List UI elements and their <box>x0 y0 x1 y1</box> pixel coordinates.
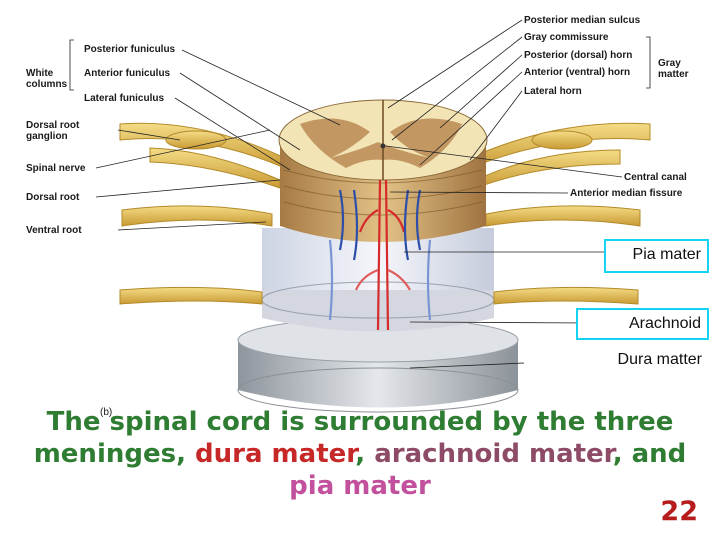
box-pia-mater: Pia mater <box>606 242 707 268</box>
caption-arachnoid: arachnoid mater <box>374 439 613 469</box>
label-white-columns: White columns <box>26 68 68 90</box>
box-arachnoid: Arachnoid <box>578 311 707 337</box>
caption-line-1: The spinal cord is surrounded by the thr… <box>46 407 674 437</box>
label-posterior-horn: Posterior (dorsal) horn <box>524 50 633 61</box>
label-anterior-funiculus: Anterior funiculus <box>84 68 171 79</box>
dura-mater-layer <box>237 317 519 413</box>
label-spinal-nerve: Spinal nerve <box>26 163 86 174</box>
caption-sep-1: , <box>355 439 375 469</box>
caption-pia: pia mater <box>289 471 431 501</box>
caption-line-2: meninges, dura mater, arachnoid mater, a… <box>33 439 687 469</box>
leader-lines <box>69 19 651 369</box>
label-dorsal-root: Dorsal root <box>26 192 80 203</box>
label-figure-letter: (b) <box>100 407 113 418</box>
caption-dura: dura mater <box>195 439 356 469</box>
callout-box-borders <box>576 239 709 340</box>
caption-sep-2: , and <box>612 439 687 469</box>
label-anterior-median-fissure: Anterior median fissure <box>570 188 683 199</box>
box-dura-matter: Dura matter <box>524 347 708 373</box>
page-number: 22 <box>660 496 698 527</box>
blood-vessels <box>328 179 432 331</box>
label-lateral-horn: Lateral horn <box>524 86 582 97</box>
label-gray-matter: Gray matter <box>658 58 689 80</box>
label-dorsal-root-ganglion: Dorsal root ganglion <box>26 120 80 142</box>
spinal-nerves <box>119 122 651 305</box>
label-central-canal: Central canal <box>624 172 687 183</box>
label-posterior-funiculus: Posterior funiculus <box>84 44 176 55</box>
label-anterior-horn: Anterior (ventral) horn <box>524 67 631 78</box>
spinal-cord-body <box>278 99 488 242</box>
label-posterior-median-sulcus: Posterior median sulcus <box>524 15 641 26</box>
label-ventral-root: Ventral root <box>26 225 82 236</box>
caption: The spinal cord is surrounded by the thr… <box>0 406 720 502</box>
label-lateral-funiculus: Lateral funiculus <box>84 93 165 104</box>
label-gray-commissure: Gray commissure <box>524 32 609 43</box>
